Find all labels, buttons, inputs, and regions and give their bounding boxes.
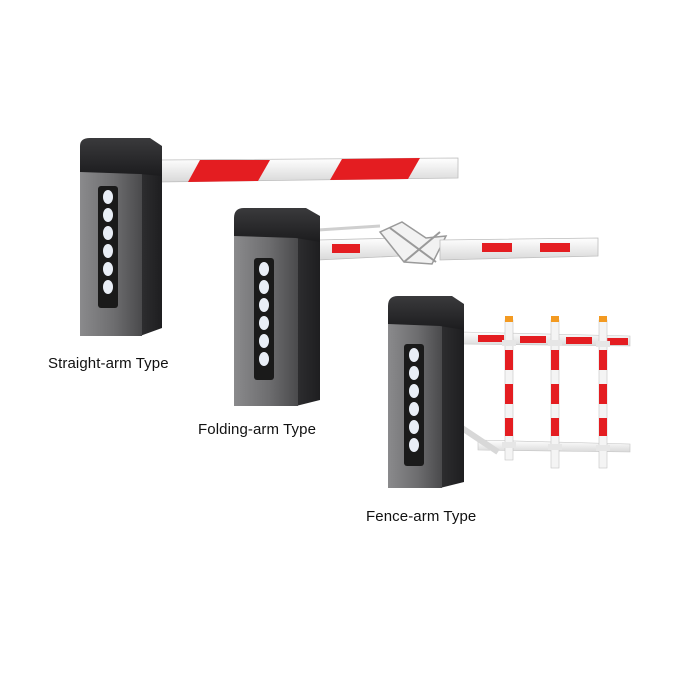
fence-light-strip	[404, 344, 424, 466]
straight-arm-boom	[157, 157, 459, 183]
straight-light-strip	[98, 186, 118, 308]
folding-arm-boom	[317, 221, 599, 265]
fence-arm-gate	[388, 296, 631, 488]
fence-arm-boom	[460, 316, 631, 469]
folding-light-strip	[254, 258, 274, 380]
caption-folding-arm: Folding-arm Type	[198, 421, 317, 438]
caption-fence-arm: Fence-arm Type	[366, 508, 477, 525]
straight-arm-gate	[80, 138, 459, 336]
folding-arm-gate	[234, 208, 599, 406]
caption-straight-arm: Straight-arm Type	[48, 355, 169, 372]
